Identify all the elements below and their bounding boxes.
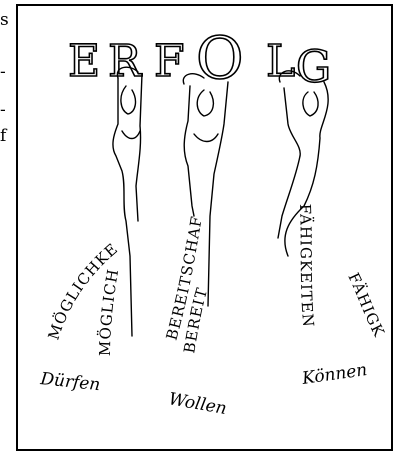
illustration-frame: E R F O L G (16, 4, 393, 451)
edge-glyph: - (0, 64, 6, 81)
title-letter: O (196, 24, 244, 92)
title-letter: F (154, 36, 185, 87)
success-diagram: E R F O L G (18, 6, 391, 449)
edge-glyph: - (0, 102, 6, 119)
edge-glyph: s (0, 12, 9, 29)
label-moeglich: MÖGLICH (96, 267, 122, 356)
edge-glyph: f (0, 128, 6, 145)
title-letter: E (68, 36, 100, 87)
label-duerfen: Dürfen (38, 369, 101, 395)
label-koennen: Können (300, 360, 369, 389)
title-erfolg: E R F O L G (68, 24, 331, 93)
label-faehigkeiten: FÄHIGKEITEN (296, 204, 317, 329)
title-letter: R (108, 36, 143, 87)
label-wollen: Wollen (167, 389, 228, 419)
title-letter: L (266, 36, 295, 87)
